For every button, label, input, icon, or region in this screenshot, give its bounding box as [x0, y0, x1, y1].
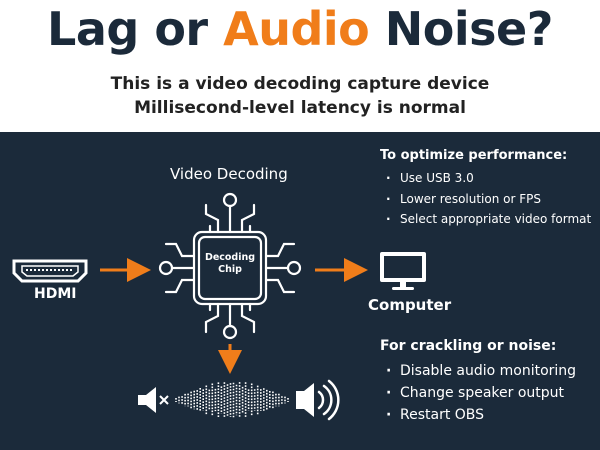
- computer-label: Computer: [368, 296, 452, 314]
- speaker-muted-icon: [138, 387, 169, 413]
- title-accent: Audio: [223, 2, 370, 56]
- list-item: Lower resolution or FPS: [386, 189, 591, 210]
- list-item: Disable audio monitoring: [386, 360, 576, 382]
- chip-label-line-2: Chip: [218, 264, 242, 275]
- chip-icon: [158, 192, 302, 340]
- list-item: Use USB 3.0: [386, 168, 591, 189]
- chip-label-line-1: Decoding: [204, 252, 256, 263]
- performance-list: Use USB 3.0 Lower resolution or FPS Sele…: [386, 168, 591, 230]
- subtitle-line-2: Millisecond-level latency is normal: [134, 98, 466, 118]
- title-part-2: Noise?: [369, 2, 554, 56]
- monitor-icon: [380, 252, 426, 290]
- noise-heading: For crackling or noise:: [380, 338, 557, 354]
- header: Lag or Audio Noise? This is a video deco…: [0, 0, 600, 132]
- performance-heading: To optimize performance:: [380, 148, 568, 163]
- title-part-1: Lag or: [47, 2, 224, 56]
- audio-waveform-icon: [175, 382, 289, 418]
- list-item: Select appropriate video format: [386, 209, 591, 230]
- chip-label: Decoding Chip: [200, 252, 260, 276]
- speaker-volume-icon: [296, 379, 340, 421]
- video-decoding-label: Video Decoding: [170, 165, 288, 183]
- page-title: Lag or Audio Noise?: [0, 2, 600, 56]
- noise-list: Disable audio monitoring Change speaker …: [386, 360, 576, 426]
- hdmi-port-icon: [12, 259, 88, 283]
- list-item: Change speaker output: [386, 382, 576, 404]
- list-item: Restart OBS: [386, 404, 576, 426]
- subtitle-line-1: This is a video decoding capture device: [110, 74, 490, 94]
- hdmi-label: HDMI: [34, 286, 77, 302]
